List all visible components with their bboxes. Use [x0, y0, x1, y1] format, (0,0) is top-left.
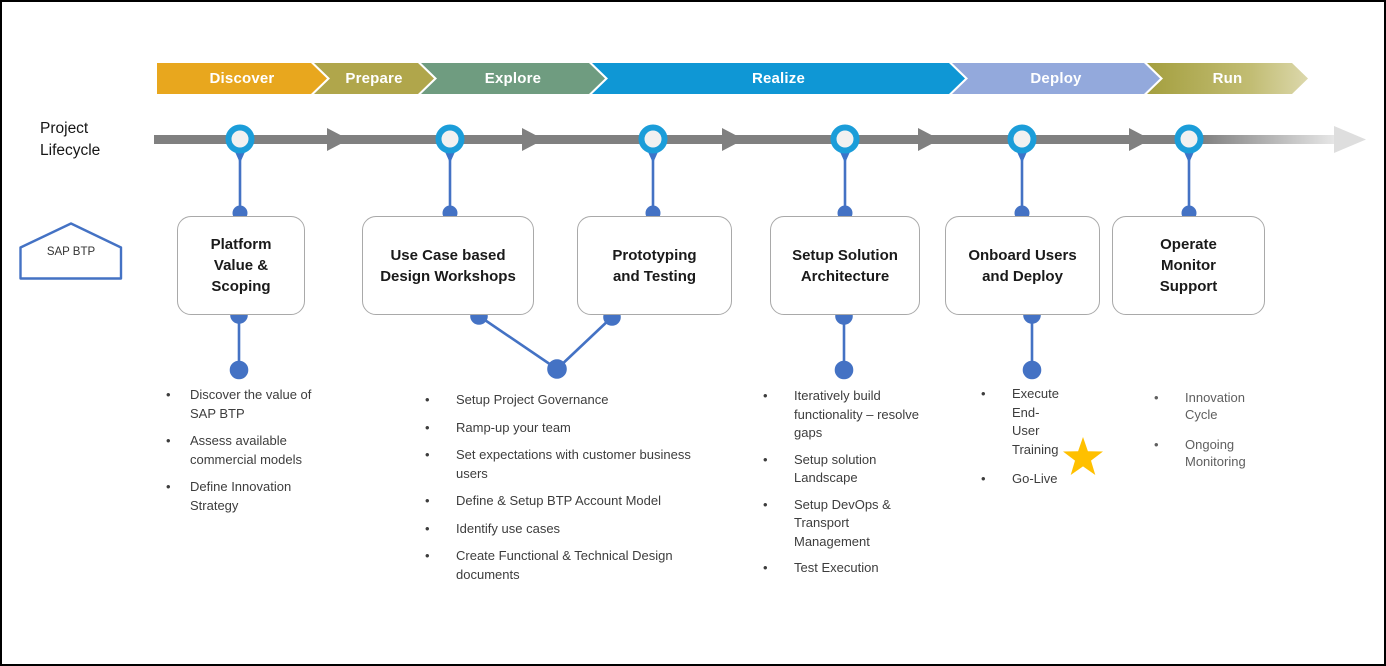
- arrow-icon: [722, 128, 744, 151]
- milestone-pin-icon: [638, 124, 668, 163]
- arrow-icon: [327, 128, 349, 151]
- timeline-bar: [154, 126, 1366, 153]
- phase-chevron-realize: Realize: [592, 63, 965, 94]
- phase-chevron-prepare: Prepare: [314, 63, 434, 94]
- list-item: Define & Setup BTP Account Model: [423, 492, 715, 511]
- project-lifecycle-label: Project Lifecycle: [40, 120, 101, 159]
- milestone-pin-icon: [225, 124, 255, 163]
- list-item: Identify use cases: [423, 520, 715, 539]
- milestone-box-onboard-users-deploy: Onboard Users and Deploy: [945, 216, 1100, 315]
- milestone-box-setup-solution-architecture: Setup Solution Architecture: [770, 216, 920, 315]
- list-item: Define Innovation Strategy: [164, 478, 336, 515]
- phase-chevron-explore: Explore: [421, 63, 605, 94]
- timeline-arrows: [327, 128, 1151, 151]
- activity-list-realize: Iteratively build functionality – resolv…: [761, 387, 919, 586]
- box-to-list-connectors: [229, 306, 1042, 380]
- phase-chevron-run: Run: [1147, 63, 1308, 94]
- list-item: Discover the value of SAP BTP: [164, 386, 336, 423]
- arrow-icon: [522, 128, 544, 151]
- list-item-go-live: Go-Live: [979, 470, 1063, 489]
- phase-chevron-discover: Discover: [157, 63, 327, 94]
- list-item: Execute End-User Training: [979, 385, 1063, 459]
- milestone-pin-icon: [1007, 124, 1037, 163]
- milestone-box-prototyping-testing: Prototyping and Testing: [577, 216, 732, 315]
- timeline-end-arrow-icon: [1334, 126, 1366, 153]
- sap-btp-house-shape: SAP BTP: [19, 222, 123, 280]
- list-item: Ongoing Monitoring: [1152, 436, 1246, 470]
- list-item: Setup solution Landscape: [761, 451, 919, 488]
- go-live-star-icon: [1063, 437, 1103, 475]
- list-item: Setup DevOps & Transport Management: [761, 496, 919, 552]
- milestone-pin-icon: [435, 124, 465, 163]
- house-pentagon-icon: [19, 222, 123, 280]
- list-item: Set expectations with customer business …: [423, 446, 715, 483]
- list-item: Create Functional & Technical Design doc…: [423, 547, 715, 584]
- list-item: Setup Project Governance: [423, 391, 715, 410]
- milestone-box-platform-value-scoping: Platform Value & Scoping: [177, 216, 305, 315]
- activity-list-discover: Discover the value of SAP BTP Assess ava…: [164, 386, 336, 524]
- milestone-pin-icon: [1174, 124, 1204, 163]
- milestone-box-use-case-design-workshops: Use Case based Design Workshops: [362, 216, 534, 315]
- milestone-box-operate-monitor-support: Operate Monitor Support: [1112, 216, 1265, 315]
- activity-list-explore: Setup Project Governance Ramp-up your te…: [423, 391, 715, 593]
- milestone-pin-icon: [830, 124, 860, 163]
- list-item: Ramp-up your team: [423, 419, 715, 438]
- arrow-icon: [1129, 128, 1151, 151]
- milestone-pins: [225, 124, 1204, 163]
- arrow-icon: [918, 128, 940, 151]
- list-item: Iteratively build functionality – resolv…: [761, 387, 919, 443]
- activity-list-deploy: Execute End-User Training Go-Live: [979, 385, 1063, 500]
- list-item: Test Execution: [761, 559, 919, 578]
- activity-list-run: Innovation Cycle Ongoing Monitoring: [1152, 389, 1246, 483]
- phase-chevron-deploy: Deploy: [952, 63, 1160, 94]
- pin-to-box-connectors: [238, 154, 1191, 212]
- list-item: Innovation Cycle: [1152, 389, 1245, 423]
- sap-btp-label: SAP BTP: [46, 246, 96, 258]
- list-item: Assess available commercial models: [164, 432, 336, 469]
